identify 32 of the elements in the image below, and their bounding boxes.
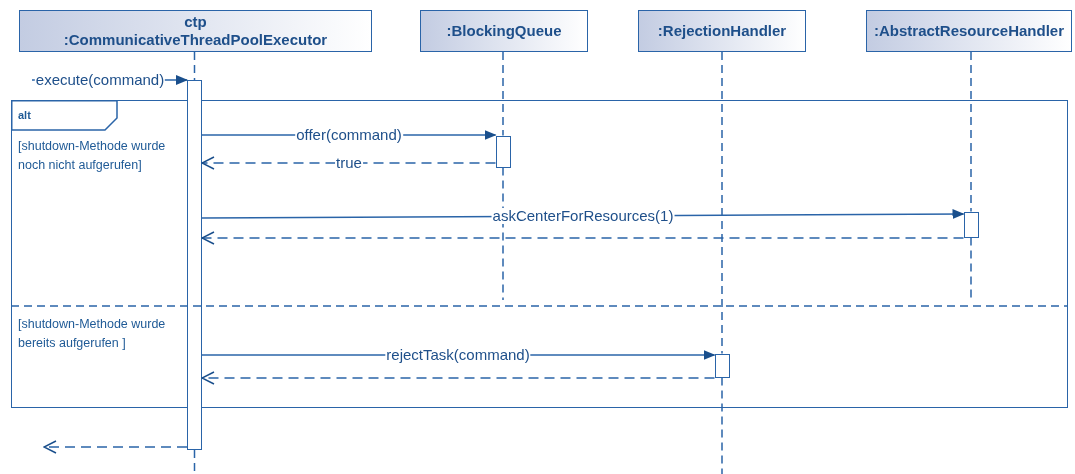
combined-fragment xyxy=(11,100,1068,408)
guard-condition: [shutdown-Methode wurde noch nicht aufgerufen] xyxy=(18,138,167,174)
fragment-operator: alt xyxy=(18,109,31,121)
return-arrow xyxy=(201,156,497,170)
lifeline-header xyxy=(19,10,372,52)
lifeline xyxy=(502,51,504,137)
lifeline-header xyxy=(638,10,806,52)
return-arrow xyxy=(201,371,716,385)
object-name: :AbstractResourceHandler xyxy=(873,22,1065,40)
message-label: execute(command) xyxy=(34,72,166,88)
lifeline xyxy=(193,51,196,81)
message-label: askCenterForResources(1) xyxy=(491,208,675,224)
message-arrow xyxy=(201,209,965,220)
message-label: true xyxy=(335,155,363,171)
object-name: ctp :CommunicativeThreadPoolExecutor xyxy=(63,13,328,49)
lifeline xyxy=(721,51,723,355)
object-name: :BlockingQueue xyxy=(446,22,562,40)
lifeline xyxy=(970,51,972,213)
object-name: :RejectionHandler xyxy=(657,22,787,40)
return-arrow xyxy=(43,440,188,454)
lifeline-header xyxy=(866,10,1072,52)
activation-bar xyxy=(963,211,979,238)
message-arrow xyxy=(201,350,716,360)
activation-bar xyxy=(495,135,511,168)
return-arrow xyxy=(201,231,965,245)
lifeline-header xyxy=(420,10,588,52)
message-arrow xyxy=(201,130,497,140)
activation-bar xyxy=(714,353,730,378)
message-label: offer(command) xyxy=(295,127,403,143)
activation-bar xyxy=(187,80,202,450)
guard-condition: [shutdown-Methode wurde bereits aufgerufen ] xyxy=(18,316,167,352)
message-label: rejectTask(command) xyxy=(385,347,531,363)
